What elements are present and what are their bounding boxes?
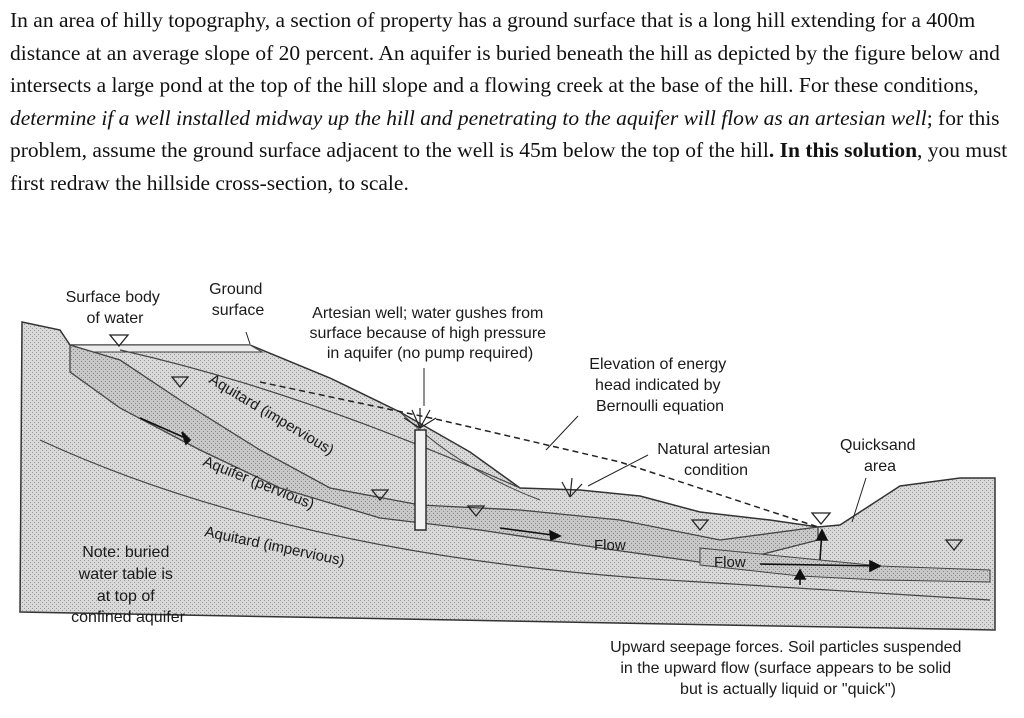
problem-italic: determine if a well installed midway up … <box>10 105 927 130</box>
label-flow-2: Flow <box>714 554 746 571</box>
aquifer-band <box>69 344 819 566</box>
problem-statement: In an area of hilly topography, a sectio… <box>10 4 1014 199</box>
problem-text-2: ; for this problem, assume the ground su… <box>10 105 1000 163</box>
ground-mass <box>19 321 996 631</box>
artesian-well <box>414 429 427 531</box>
aquitard-line-lower <box>39 439 991 601</box>
pond <box>68 344 264 353</box>
energy-head-line <box>259 381 819 528</box>
label-natural-artesian: Natural artesian condition <box>657 441 774 479</box>
label-energy-head: Elevation of energy head indicated by Be… <box>589 356 730 415</box>
problem-text-3: , you must first redraw the hillside cro… <box>10 138 1008 195</box>
label-ground-surface: Ground surface <box>209 281 267 319</box>
label-note: Note: buried water table is at top of co… <box>71 544 186 626</box>
leader-lines <box>245 331 867 523</box>
label-surface-body: Surface body of water <box>66 289 165 327</box>
label-flow-1: Flow <box>594 537 626 554</box>
problem-text-1: In an area of hilly topography, a sectio… <box>10 8 1000 97</box>
natural-spring-spray <box>561 477 583 498</box>
water-table-markers <box>108 334 964 552</box>
aquitard-line-upper <box>119 349 521 489</box>
label-seepage: Upward seepage forces. Soil particles su… <box>610 639 966 698</box>
problem-bold: . In this solution <box>768 138 918 162</box>
well-spray <box>403 408 437 429</box>
flow-arrows <box>139 417 882 585</box>
label-artesian-well: Artesian well; water gushes from surface… <box>309 305 550 362</box>
label-quicksand: Quicksand area <box>840 437 920 475</box>
